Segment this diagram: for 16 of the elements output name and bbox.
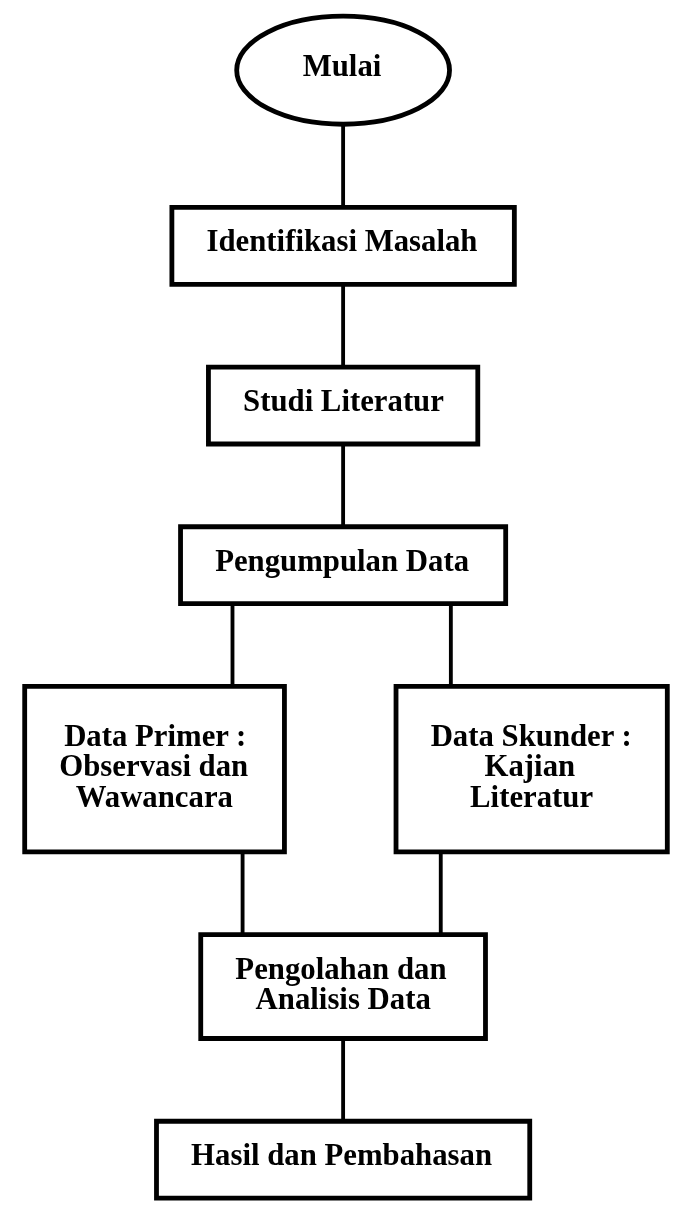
node-box: Studi Literatur: [205, 364, 480, 447]
connector: [340, 124, 345, 207]
connector: [448, 604, 453, 687]
node-box: Pengolahan dan Analisis Data: [197, 932, 488, 1041]
node-box: Data Primer : Observasi dan Wawancara: [21, 684, 287, 855]
node-box: Data Skunder : Kajian Literatur: [393, 684, 670, 855]
connector: [240, 851, 244, 935]
node-ellipse: Mulai: [233, 13, 452, 127]
connector: [438, 851, 443, 935]
node-box: Identifikasi Masalah: [168, 204, 517, 287]
connector: [230, 604, 234, 687]
connector: [340, 444, 345, 527]
connector: [340, 1038, 345, 1121]
node-box: Pengumpulan Data: [177, 524, 508, 607]
connector: [340, 284, 345, 367]
node-box: Hasil dan Pembahasan: [153, 1118, 532, 1201]
